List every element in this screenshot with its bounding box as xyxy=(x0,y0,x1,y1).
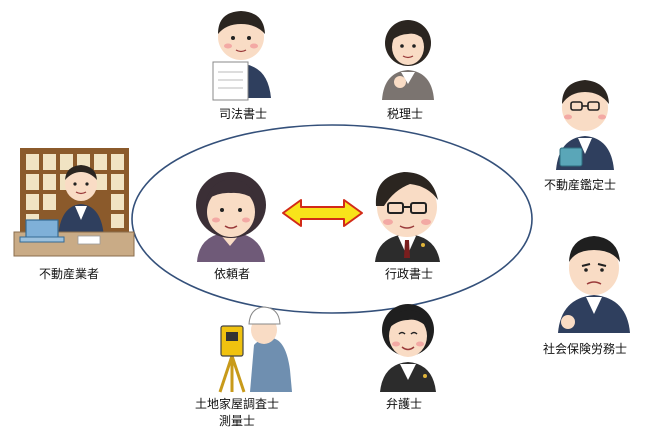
label-fudosan: 不動産業者 xyxy=(38,267,100,281)
land-surveyor-icon xyxy=(218,306,292,393)
label-bengoshi: 弁護士 xyxy=(385,397,423,411)
elderly-woman-icon xyxy=(196,172,266,262)
label-tochi-line1: 土地家屋調査士 xyxy=(194,397,280,411)
judicial-scrivener-icon xyxy=(212,11,271,101)
real-estate-agent-icon xyxy=(13,148,135,257)
label-tochi-line2: 測量士 xyxy=(218,414,256,428)
central-ellipse xyxy=(131,124,533,314)
label-zeiri: 税理士 xyxy=(386,107,424,121)
double-arrow xyxy=(282,199,363,227)
label-gyosei: 行政書士 xyxy=(384,267,434,281)
real-estate-appraiser-icon xyxy=(556,80,614,170)
administrative-scrivener-icon xyxy=(375,172,440,262)
tax-accountant-icon xyxy=(382,20,434,100)
label-tochi: 土地家屋調査士 測量士 xyxy=(195,396,279,430)
labor-consultant-icon xyxy=(558,236,630,333)
lawyer-icon xyxy=(380,304,436,392)
label-kantei: 不動産鑑定士 xyxy=(543,178,617,192)
label-shiho: 司法書士 xyxy=(218,107,268,121)
label-sharoushi: 社会保険労務士 xyxy=(542,342,628,356)
label-client: 依頼者 xyxy=(213,267,251,281)
